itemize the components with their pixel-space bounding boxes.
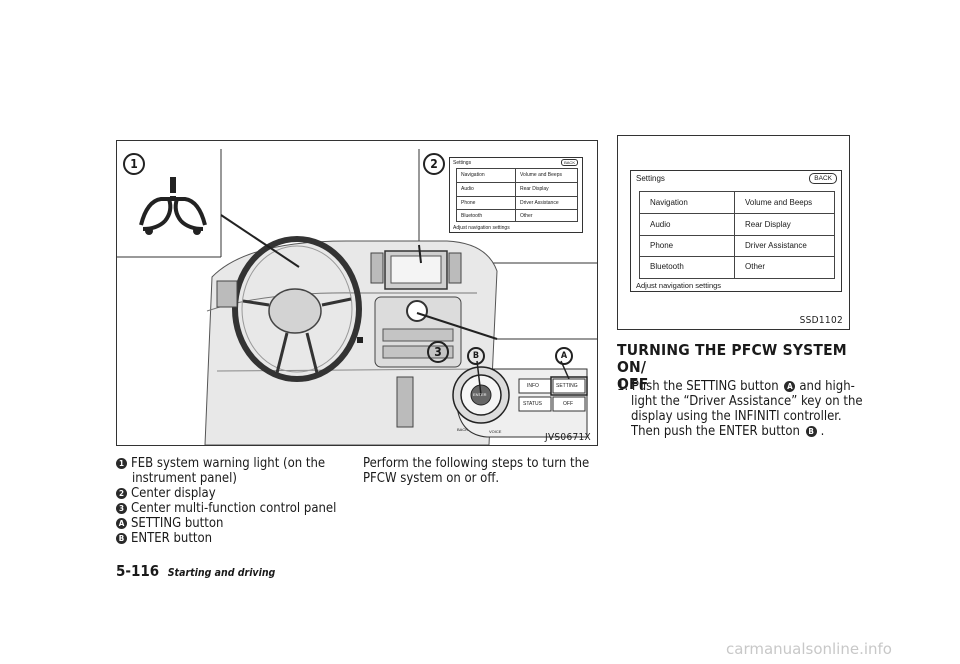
menu-item-volume-beeps: Volume and Beeps [735, 192, 834, 214]
callout-text: Center multi-function control panel [131, 501, 337, 516]
list-item: instrument panel) [132, 471, 237, 486]
inset-screen-title: Settings [453, 160, 472, 166]
menu-item-phone: Phone [640, 236, 734, 257]
panel-enter-label: ENTER [473, 392, 487, 397]
menu-item-rear-display: Rear Display [735, 214, 834, 236]
list-item: 3 Center multi-function control panel [116, 501, 336, 516]
inset-item: Phone [457, 197, 515, 210]
label-3-icon: 3 [427, 341, 449, 363]
inset-item: Bluetooth [461, 213, 483, 219]
panel-off-label: OFF [563, 401, 573, 407]
feb-warning-icon [139, 177, 207, 235]
menu-item-navigation: Navigation [640, 192, 734, 214]
step-text: and high- [799, 379, 855, 394]
section-heading: TURNING THE PFCW SYSTEM ON/ OFF [617, 342, 857, 393]
figure-code: SSD1102 [799, 315, 843, 326]
marker-b: B [805, 426, 817, 437]
panel-voice-label: VOICE [489, 429, 502, 434]
list-item: 1 FEB system warning light (on the [116, 456, 325, 471]
step-text: Push the SETTING button [631, 379, 779, 394]
intro-line: Perform the following steps to turn the [363, 456, 590, 471]
page-footer: 5-116 Starting and driving [116, 561, 275, 580]
callout-text: ENTER button [131, 531, 213, 546]
marker-a: A [784, 381, 796, 392]
menu-item-driver-assistance: Driver Assistance [735, 236, 834, 257]
intro-paragraph: Perform the following steps to turn the … [363, 456, 599, 486]
callout-list: 1 FEB system warning light (on the instru… [116, 456, 351, 546]
step-line: light the “Driver Assistance” key on the [631, 394, 863, 409]
list-item: 2 Center display [116, 486, 216, 501]
inset-settings-screen: Settings BACK Navigation Audio Phone Blu… [449, 157, 583, 233]
inset-item: Other [520, 213, 533, 219]
settings-screen: Settings BACK Navigation Audio Phone Blu… [630, 170, 842, 292]
label-2-icon: 2 [423, 153, 445, 175]
section-title: Starting and driving [167, 567, 276, 579]
callout-text: Center display [131, 486, 216, 501]
label-b-icon: B [467, 347, 485, 365]
panel-setting-label: SETTING [556, 383, 578, 389]
heading-line: OFF [617, 375, 649, 393]
figure-dashboard: 1 2 3 Settings BACK Navigation Audio Pho… [116, 140, 598, 446]
step-text: . [820, 424, 825, 439]
dashboard-illustration [117, 149, 597, 445]
inset-item: Navigation [457, 169, 515, 183]
panel-info-label: INFO [527, 383, 539, 389]
step-line: Then push the ENTER button B. [617, 424, 857, 439]
marker-a: A [116, 518, 127, 529]
marker-2: 2 [116, 488, 127, 499]
inset-item: Audio [457, 183, 515, 197]
step-number: 1. [617, 379, 629, 394]
heading-line: TURNING THE PFCW SYSTEM ON/ [617, 341, 847, 376]
settings-footer: Adjust navigation settings [636, 281, 722, 290]
callout-text: SETTING button [131, 516, 224, 531]
inset-item: Driver Assistance [516, 197, 577, 210]
figure-settings-screen: Settings BACK Navigation Audio Phone Blu… [617, 135, 850, 330]
watermark: carmanualsonline.info [726, 640, 892, 658]
callout-text: FEB system warning light (on the [131, 456, 326, 471]
panel-status-label: STATUS [523, 401, 542, 407]
callout-text: instrument panel) [132, 471, 237, 486]
intro-line: PFCW system on or off. [363, 471, 500, 486]
menu-item-audio: Audio [640, 214, 734, 236]
inset-item: Rear Display [516, 183, 577, 197]
control-panel-illustration: B A ENTER INFO SETTING STATUS OFF BACK V… [447, 347, 593, 441]
step-line: display using the INFINITI controller. [631, 409, 842, 424]
marker-3: 3 [116, 503, 127, 514]
menu-item-bluetooth: Bluetooth [650, 262, 684, 271]
page-number: 5-116 [116, 562, 160, 580]
back-button: BACK [809, 173, 837, 184]
marker-b: B [116, 533, 127, 544]
panel-back-label: BACK [457, 427, 468, 432]
label-a-icon: A [555, 347, 573, 365]
marker-1: 1 [116, 458, 127, 469]
inset-item: Volume and Beeps [516, 169, 577, 183]
settings-title: Settings [636, 174, 665, 183]
inset-screen-footer: Adjust navigation settings [453, 225, 510, 231]
list-item: A SETTING button [116, 516, 223, 531]
step-text: Then push the ENTER button [631, 424, 800, 439]
inset-back-button: BACK [561, 159, 578, 166]
list-item: B ENTER button [116, 531, 212, 546]
label-1-icon: 1 [123, 153, 145, 175]
menu-item-other: Other [745, 262, 766, 271]
figure-code: JVS0671X [545, 432, 591, 443]
